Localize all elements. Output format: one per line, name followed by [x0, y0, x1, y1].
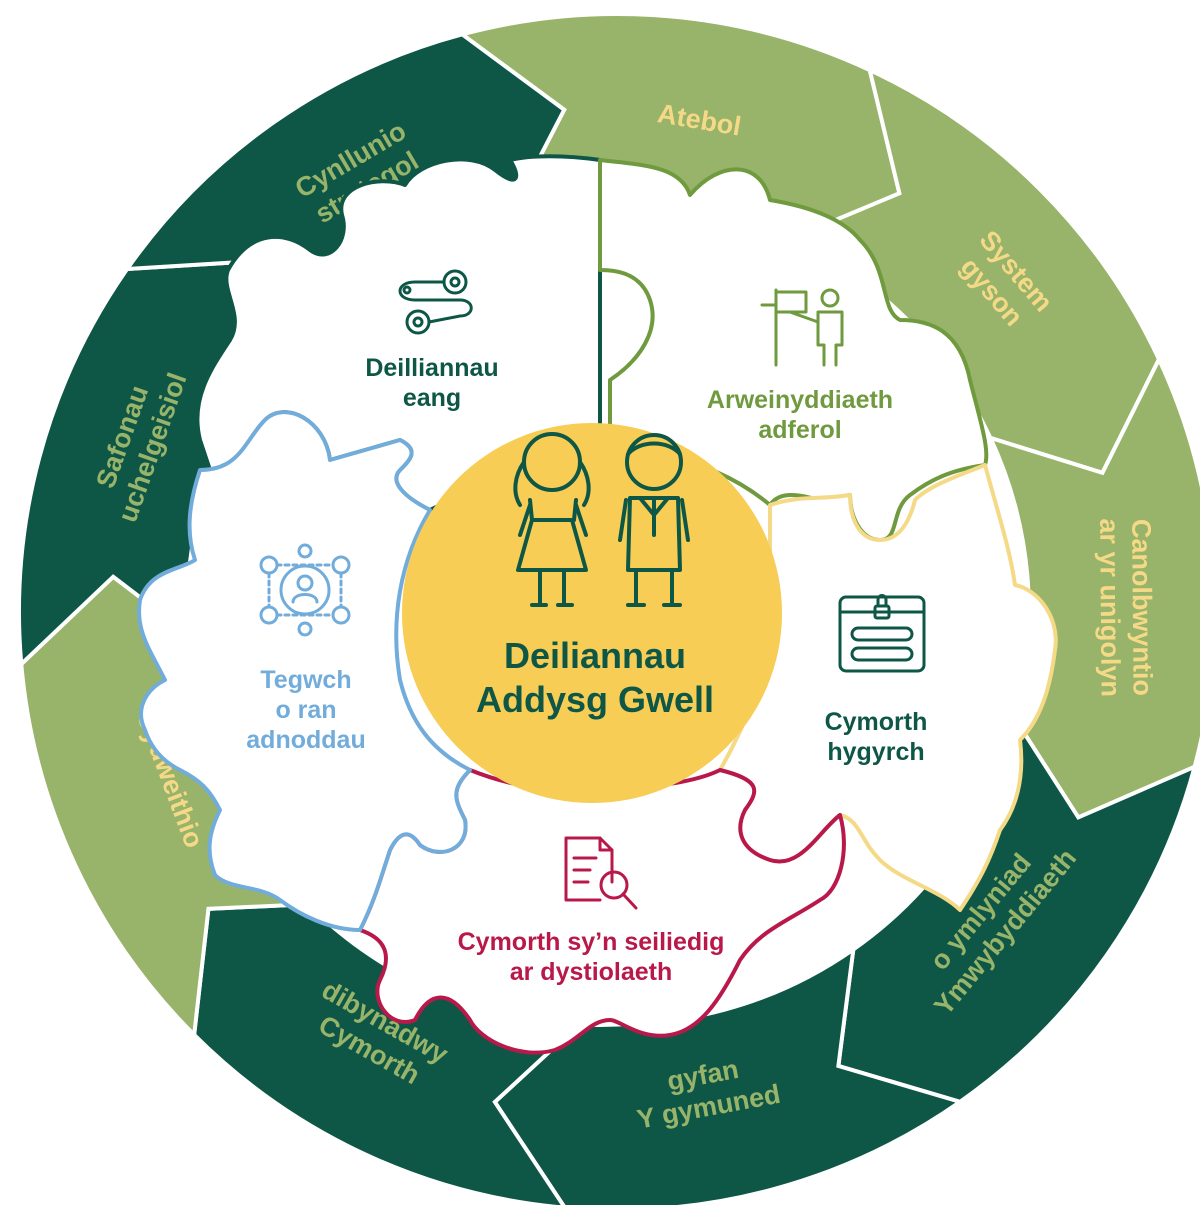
piece-label-adferol-1: Arweinyddiaeth [707, 386, 893, 414]
ring-label-3-line-1: Canolbwyntio [1126, 519, 1158, 696]
piece-label-hygyrch-1: Cymorth [825, 708, 928, 736]
piece-label-eang-2: eang [403, 384, 461, 412]
piece-label-tegwch-2: o ran [275, 696, 336, 724]
piece-label-tystiolaeth-2: ar dystiolaeth [510, 958, 673, 986]
piece-label-eang-1: Deilliannau [365, 354, 498, 382]
piece-label-tegwch-3: adnoddau [246, 726, 365, 754]
puzzle-piece-tegwch [137, 410, 472, 932]
leader-flag-icon [760, 288, 844, 367]
center-title-line1: Deiliannau [504, 635, 686, 676]
children-icon [513, 432, 690, 607]
piece-label-tystiolaeth-1: Cymorth sy’n seiliedig [458, 928, 725, 956]
piece-label-hygyrch-2: hygyrch [827, 738, 924, 766]
center-title-line2: Addysg Gwell [476, 679, 714, 720]
piece-label-tegwch-1: Tegwch [260, 666, 351, 694]
secure-login-icon [838, 594, 926, 673]
piece-label-adferol-2: adferol [758, 416, 841, 444]
ring-label-3-line-2: ar yr unigolyn [1094, 518, 1126, 697]
center-circle [402, 423, 782, 803]
network-person-icon [259, 543, 351, 637]
outer-ring [17, 12, 1200, 1205]
pathway-icon [398, 269, 473, 335]
document-search-icon [564, 836, 638, 910]
